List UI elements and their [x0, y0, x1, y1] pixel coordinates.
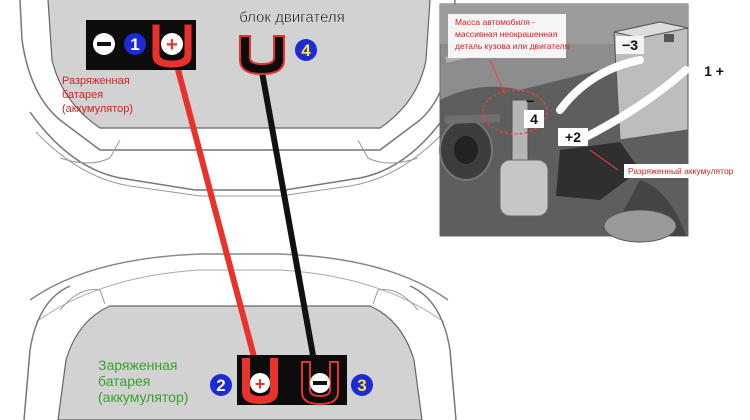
callout-1: 1 + — [704, 63, 724, 79]
red-clamp-icon — [151, 23, 193, 69]
badge-4-label: 4 — [301, 41, 311, 60]
svg-text:2: 2 — [216, 376, 225, 395]
plus-terminal-icon — [161, 33, 183, 55]
plus-terminal-bottom-icon — [250, 373, 270, 393]
ground-clamp-icon — [239, 35, 285, 76]
badge-2 — [210, 374, 232, 396]
discharged-note: Разряженный аккумулятор — [628, 166, 734, 176]
svg-text:Заряженная: Заряженная — [98, 357, 177, 373]
svg-text:Разряженная: Разряженная — [62, 75, 130, 87]
svg-text:Масса автомобиля -: Масса автомобиля - — [455, 17, 535, 27]
svg-text:3: 3 — [357, 376, 366, 395]
callout-2: +2 — [565, 129, 581, 145]
badge-4 — [295, 39, 317, 61]
black-clamp-bottom-icon — [301, 361, 339, 406]
photo-callouts: −3 1 + − 4 +2 — [524, 36, 734, 146]
callout-3: −3 — [622, 37, 638, 53]
svg-text:(аккумулятор): (аккумулятор) — [98, 389, 188, 405]
svg-text:деталь кузова или двигателя: деталь кузова или двигателя — [455, 41, 569, 51]
black-jumper-cable — [259, 69, 319, 375]
svg-text:массивная неокрашенная: массивная неокрашенная — [455, 29, 558, 39]
charged-battery-label: Заряженная батарея (аккумулятор) — [98, 357, 188, 405]
red-clamp-bottom-icon — [242, 358, 278, 404]
plus-symbol: + — [166, 34, 178, 56]
badge-1-label: 1 — [130, 35, 139, 54]
svg-text:(аккумулятор): (аккумулятор) — [62, 103, 133, 115]
svg-text:батарея: батарея — [62, 89, 103, 101]
svg-text:+: + — [255, 374, 266, 394]
discharged-battery-label: Разряженная батарея (аккумулятор) — [62, 75, 133, 115]
badge-3 — [351, 374, 373, 396]
callout-4: 4 — [530, 111, 538, 127]
mass-note-box — [448, 14, 566, 58]
mass-note: Масса автомобиля - массивная неокрашенна… — [455, 17, 569, 51]
svg-text:батарея: батарея — [98, 373, 150, 389]
badge-1 — [124, 33, 146, 55]
callout-minus: − — [526, 93, 534, 109]
engine-block-title: блок двигателя — [239, 9, 345, 26]
red-jumper-cable — [173, 59, 261, 375]
discharged-note-box — [624, 164, 724, 178]
